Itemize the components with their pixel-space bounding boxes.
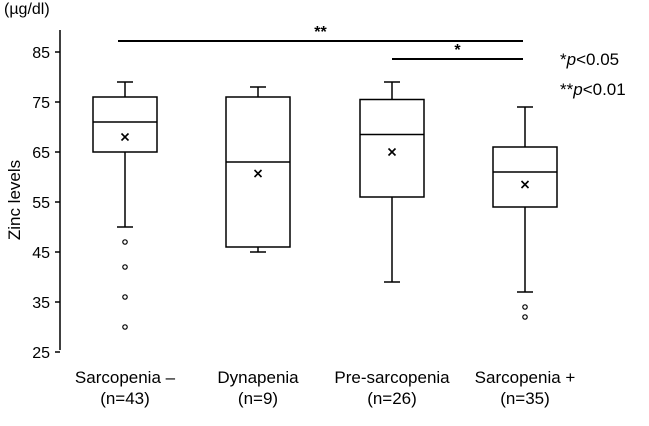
outlier-point — [122, 294, 128, 300]
box-group — [359, 81, 425, 283]
outlier-point — [122, 239, 128, 245]
iqr-box — [492, 146, 558, 208]
y-axis-label: Zinc levels — [5, 160, 24, 240]
legend-stars: * — [560, 50, 567, 69]
outlier-point — [522, 314, 528, 320]
outlier-point — [522, 304, 528, 310]
legend-entry: **p<0.01 — [560, 80, 626, 99]
outlier-point — [122, 264, 128, 270]
mean-marker — [253, 169, 263, 178]
y-tick-label: 65 — [32, 145, 50, 162]
x-category-n: (n=9) — [238, 389, 278, 408]
x-category-n: (n=26) — [367, 389, 417, 408]
iqr-box — [225, 96, 291, 248]
legend-threshold: <0.01 — [583, 80, 626, 99]
y-tick-label: 75 — [32, 95, 50, 112]
legend-stars: ** — [560, 80, 574, 99]
legend-entry: *p<0.05 — [560, 50, 619, 69]
mean-marker — [520, 180, 530, 189]
x-category-n: (n=35) — [500, 389, 550, 408]
x-category-label: Sarcopenia + — [475, 368, 576, 387]
y-tick-label: 25 — [32, 345, 50, 362]
x-category-label: Sarcopenia – — [75, 368, 176, 387]
mean-marker — [387, 147, 397, 157]
significance-label: * — [454, 42, 461, 59]
box-group — [225, 86, 291, 253]
x-category-label: Dynapenia — [217, 368, 299, 387]
unit-label: (µg/dl) — [4, 1, 50, 18]
legend-p: p — [566, 50, 576, 69]
box-group — [92, 81, 158, 330]
box-group — [492, 106, 558, 320]
iqr-box — [92, 96, 158, 153]
x-category-label: Pre-sarcopenia — [334, 368, 450, 387]
legend-threshold: <0.05 — [576, 50, 619, 69]
x-category-n: (n=43) — [100, 389, 150, 408]
iqr-box — [359, 98, 425, 198]
y-tick-label: 45 — [32, 245, 50, 262]
legend-p: p — [572, 80, 582, 99]
y-tick-label: 85 — [32, 45, 50, 62]
y-tick-label: 55 — [32, 195, 50, 212]
significance-label: ** — [314, 24, 327, 41]
mean-marker — [120, 132, 130, 142]
y-tick-label: 35 — [32, 295, 50, 312]
outlier-point — [122, 324, 128, 330]
